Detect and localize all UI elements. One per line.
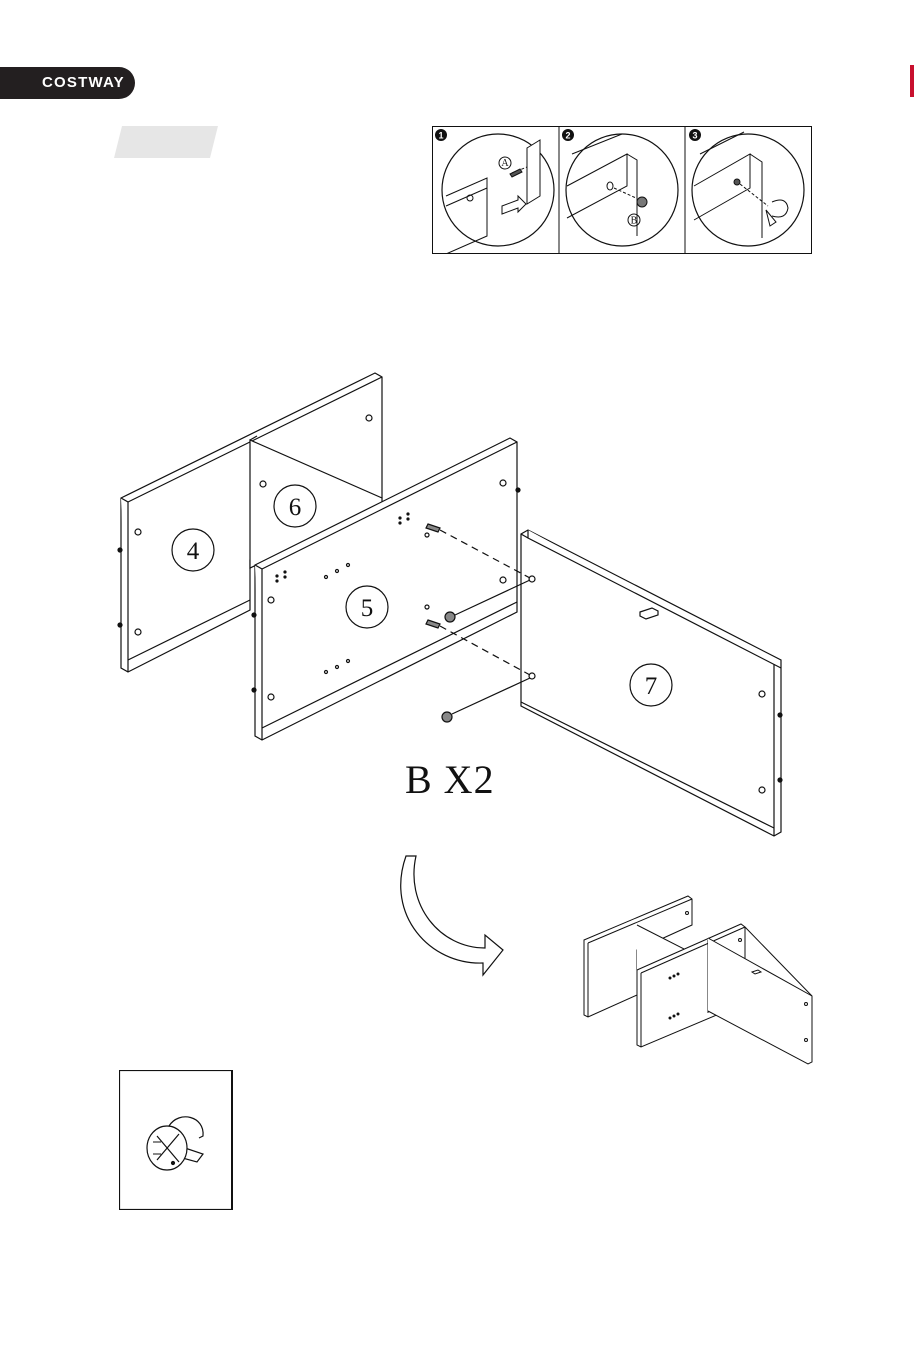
panel-6-number: 6	[289, 494, 302, 521]
cam-lock-icon-2	[442, 712, 452, 722]
panel-7-number: 7	[645, 673, 658, 700]
panel-4-number: 4	[187, 538, 200, 565]
quantity-label: B X2	[405, 756, 495, 803]
panel-5-number: 5	[361, 595, 374, 622]
assembled-result	[584, 896, 812, 1064]
curved-arrow-icon	[401, 856, 503, 975]
hardware-detail-box	[119, 1070, 233, 1210]
cam-lock-icon-1	[445, 612, 455, 622]
